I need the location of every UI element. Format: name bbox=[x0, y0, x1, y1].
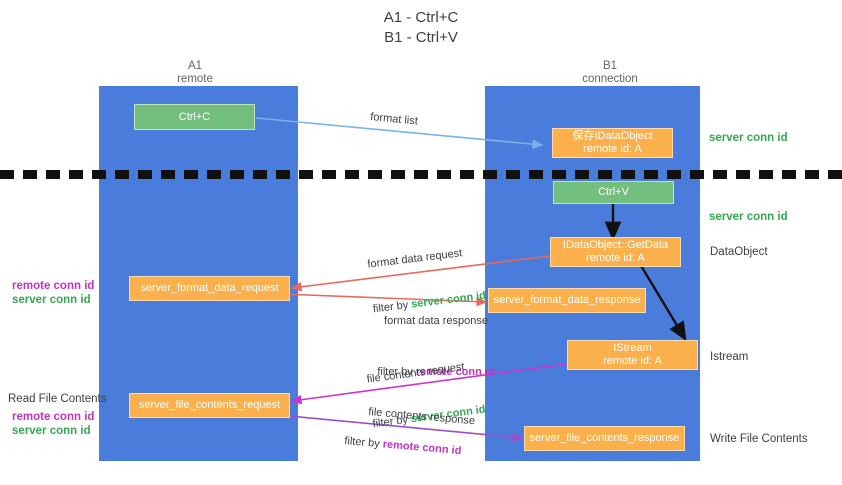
box-ctrl-c[interactable]: Ctrl+C bbox=[134, 104, 255, 130]
column-header-a1: A1 remote bbox=[177, 60, 213, 85]
left-label-read-file-contents: Read File Contents bbox=[8, 393, 107, 405]
box-save-idataobject-label: 保存IDataObject remote id: A bbox=[572, 130, 653, 155]
right-label-server-conn-id-top: server conn id bbox=[709, 132, 788, 144]
edge-label-format-data-request-line1: format data request bbox=[366, 247, 463, 271]
box-istream-label: IStream remote id: A bbox=[603, 342, 662, 367]
box-idataobject-getdata-label: IDataObject::GetData remote id: A bbox=[562, 239, 669, 264]
box-ctrl-v[interactable]: Ctrl+V bbox=[553, 181, 674, 204]
box-server-format-data-response-label: server_format_data_response bbox=[493, 294, 641, 306]
box-server-format-data-response[interactable]: server_format_data_response bbox=[488, 288, 646, 313]
page-title: A1 - Ctrl+C B1 - Ctrl+V bbox=[383, 9, 459, 46]
box-ctrl-c-label: Ctrl+C bbox=[178, 110, 211, 123]
right-label-dataobject: DataObject bbox=[710, 246, 768, 258]
box-server-format-data-request[interactable]: server_format_data_request bbox=[129, 276, 290, 301]
box-server-file-contents-request[interactable]: server_file_contents_request bbox=[129, 393, 290, 418]
box-ctrl-v-label: Ctrl+V bbox=[598, 186, 629, 198]
edge-label-file-contents-request-line1: file contents request bbox=[366, 360, 466, 386]
tag-remote-conn-id: remote conn id bbox=[415, 366, 495, 378]
left-label-remote-conn-id-1: remote conn id bbox=[12, 280, 95, 292]
left-label-server-conn-id-1: server conn id bbox=[12, 294, 91, 306]
left-label-server-conn-id-2: server conn id bbox=[12, 425, 91, 437]
right-label-istream: Istream bbox=[710, 351, 749, 363]
box-istream[interactable]: IStream remote id: A bbox=[567, 340, 698, 370]
divider-dashed-line bbox=[0, 166, 842, 179]
box-server-file-contents-response[interactable]: server_file_contents_response bbox=[524, 426, 685, 451]
column-header-b1: B1 connection bbox=[582, 60, 638, 85]
right-label-write-file-contents: Write File Contents bbox=[710, 433, 808, 445]
left-label-remote-conn-id-2: remote conn id bbox=[12, 411, 95, 423]
edge-label-format-data-response-line1: format data response bbox=[384, 315, 488, 327]
right-label-server-conn-id-mid: server conn id bbox=[709, 211, 788, 223]
box-server-file-contents-response-label: server_file_contents_response bbox=[529, 432, 680, 444]
box-idataobject-getdata[interactable]: IDataObject::GetData remote id: A bbox=[550, 237, 681, 267]
edge-label-format-data-response-line2: filter by remote conn id bbox=[377, 366, 495, 378]
box-save-idataobject[interactable]: 保存IDataObject remote id: A bbox=[552, 128, 673, 158]
edge-label-format-data-response: format data response filter by remote co… bbox=[338, 284, 534, 410]
box-server-file-contents-request-label: server_file_contents_request bbox=[138, 399, 281, 411]
box-server-format-data-request-label: server_format_data_request bbox=[140, 282, 279, 294]
